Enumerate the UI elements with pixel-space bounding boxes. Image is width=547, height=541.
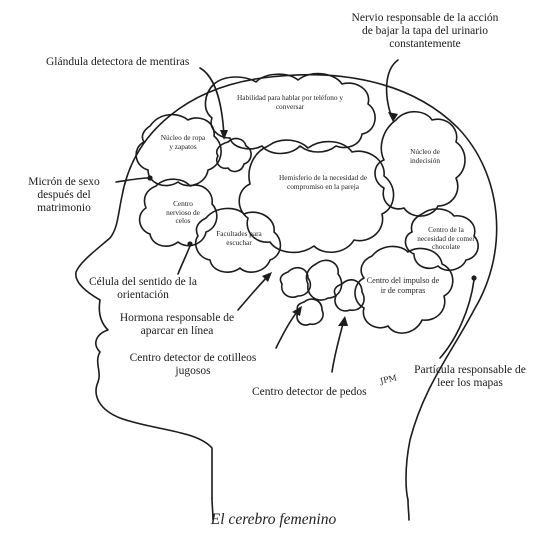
- blob-2: [305, 259, 343, 301]
- label-hemisferio: Hemisferio de la necesidad de compromiso…: [279, 173, 367, 191]
- label-ropa: Núcleo de ropa y zapatos: [160, 133, 206, 151]
- arrow-nervio: [388, 112, 398, 122]
- lobe-compras: [354, 245, 454, 334]
- head-profile-outline: [75, 73, 498, 501]
- lobe-escuchar: [194, 207, 282, 273]
- figure-caption: El cerebro femenino: [210, 511, 337, 528]
- label-compras: Centro del impulso de ir de compras: [366, 276, 440, 295]
- neck-back-line: [407, 499, 410, 521]
- blob-glandula: [215, 137, 252, 173]
- pointer-pedos: [331, 319, 345, 373]
- dot-micron: [147, 175, 153, 181]
- blob-4: [296, 298, 324, 326]
- arrow-glandula: [220, 130, 228, 140]
- pointer-nervio: [385, 59, 399, 119]
- label-celula: Célula del sentido de la orientación: [89, 276, 197, 301]
- dot-particula: [471, 275, 477, 281]
- label-hormona: Hormona responsable de aparcar en línea: [119, 312, 235, 337]
- pointer-hormona: [237, 273, 271, 311]
- label-glandula: Glándula detectora de mentiras: [46, 56, 190, 68]
- label-micron: Micrón de sexo después del matrimonio: [28, 176, 100, 214]
- label-nervio: Nervio responsable de la acción de bajar…: [351, 12, 499, 50]
- blob-3: [333, 279, 365, 312]
- label-habilidad: Habilidad para hablar por teléfono y con…: [237, 93, 343, 111]
- lobe-habilidad: [204, 72, 376, 155]
- label-pedos: Centro detector de pedos: [252, 386, 367, 398]
- arrow-pedos: [338, 316, 348, 326]
- label-chocolate: Centro de la necesidad de comer chocolat…: [417, 225, 475, 251]
- label-indecision: Núcleo de indecisión: [410, 147, 440, 165]
- blob-1: [279, 266, 312, 299]
- label-celos: Centro nervioso de celos: [166, 199, 200, 225]
- pointer-micron: [115, 177, 149, 183]
- pointer-glandula: [199, 67, 225, 137]
- dot-celula: [187, 241, 193, 247]
- label-cotilleos: Centro detector de cotilleos jugosos: [129, 352, 257, 377]
- label-particula: Partícula responsable de leer los mapas: [414, 364, 526, 389]
- arrow-hormona: [262, 272, 272, 282]
- pointer-celula: [177, 245, 191, 275]
- neck-line: [211, 497, 214, 521]
- pointer-particula: [439, 279, 475, 359]
- lobe-indecision: [374, 110, 466, 217]
- lobe-chocolate: [404, 208, 479, 272]
- arrow-cotilleos: [292, 306, 302, 316]
- lobe-hemisferio: [238, 139, 395, 254]
- label-escuchar: Facultades para escuchar: [216, 229, 262, 247]
